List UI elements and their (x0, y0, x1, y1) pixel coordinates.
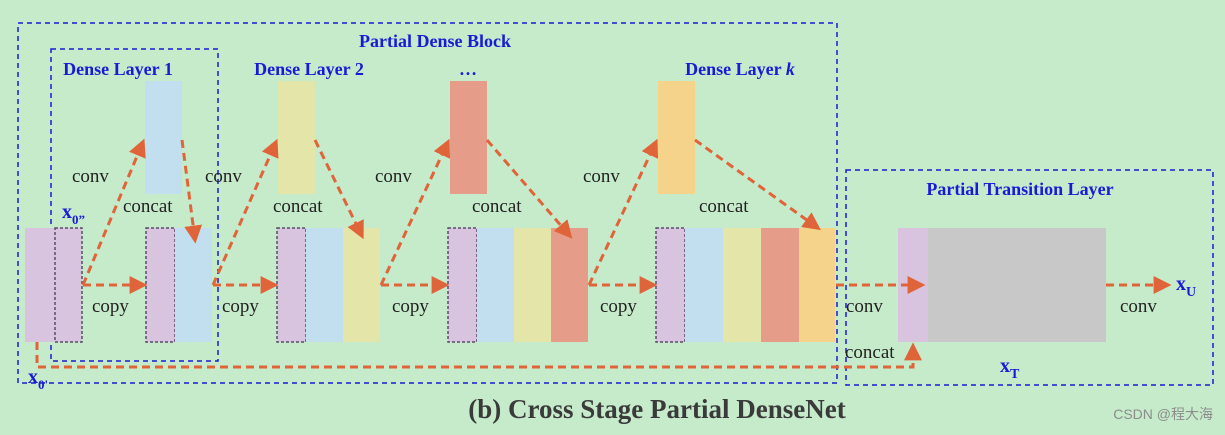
stack-4-yellow (723, 228, 761, 342)
ellipsis-title: … (459, 59, 477, 79)
dense-layer-k-title: Dense Layer k (685, 59, 795, 79)
label-concat-1: concat (123, 196, 173, 217)
label-copy-1: copy (92, 296, 129, 317)
partial-dense-block-box (17, 22, 838, 384)
watermark: CSDN @程大海 (1113, 406, 1213, 422)
label-output-conv: conv (1120, 296, 1157, 317)
stack-4-purple (655, 227, 686, 343)
stack-2-blue (306, 228, 343, 342)
arrow-concat-1 (180, 139, 203, 244)
label-x0-prime: x0' (28, 366, 48, 392)
stack-3-yellow (514, 228, 551, 342)
dense-layer-1-title: Dense Layer 1 (63, 59, 173, 79)
partial-transition-layer-box (845, 169, 1214, 386)
label-conv-1: conv (72, 166, 109, 187)
dense-layer-n-conv-output (450, 81, 487, 194)
dense-layer-1-box (50, 48, 219, 362)
label-transition-concat: concat (845, 342, 895, 363)
arrow-conv-3 (379, 138, 451, 286)
stack-4-orange (799, 228, 835, 342)
stack-3-purple (447, 227, 478, 343)
input-x0-doubleprime-block (54, 227, 83, 343)
dense-layer-1-conv-output (145, 81, 182, 194)
transition-gray (928, 228, 1106, 342)
label-conv-k: conv (583, 166, 620, 187)
label-xT: xT (1000, 355, 1020, 382)
dense-layer-2-conv-output (278, 81, 315, 194)
label-transition-conv: conv (846, 296, 883, 317)
arrow-concat-3 (485, 139, 573, 239)
label-x0-doubleprime: x0” (62, 201, 85, 227)
arrow-bypass-x0-prime (35, 342, 922, 369)
label-concat-k: concat (699, 196, 749, 217)
stack-4-blue (685, 228, 723, 342)
label-copy-k: copy (600, 296, 637, 317)
arrow-concat-2 (313, 139, 364, 240)
stack-1-purple (145, 227, 176, 343)
label-concat-3: concat (472, 196, 522, 217)
label-concat-2: concat (273, 196, 323, 217)
label-copy-2: copy (222, 296, 259, 317)
stack-2-purple (276, 227, 307, 343)
stack-1-blue (175, 228, 212, 342)
input-x0-prime-block (25, 228, 55, 342)
arrow-conv-2 (211, 138, 279, 286)
dense-layer-k-conv-output (658, 81, 695, 194)
label-copy-3: copy (392, 296, 429, 317)
label-xU: xU (1176, 273, 1196, 300)
label-conv-2: conv (205, 166, 242, 187)
stack-3-blue (477, 228, 514, 342)
partial-dense-block-title: Partial Dense Block (359, 31, 511, 51)
stack-2-yellow (343, 228, 380, 342)
arrow-conv-k (587, 138, 659, 286)
stack-3-red (551, 228, 588, 342)
arrows (35, 138, 1172, 369)
stack-4-red (761, 228, 799, 342)
label-conv-3: conv (375, 166, 412, 187)
dense-layer-2-title: Dense Layer 2 (254, 59, 364, 79)
partial-transition-layer-title: Partial Transition Layer (926, 179, 1113, 199)
figure-caption: (b) Cross Stage Partial DenseNet (468, 394, 845, 424)
